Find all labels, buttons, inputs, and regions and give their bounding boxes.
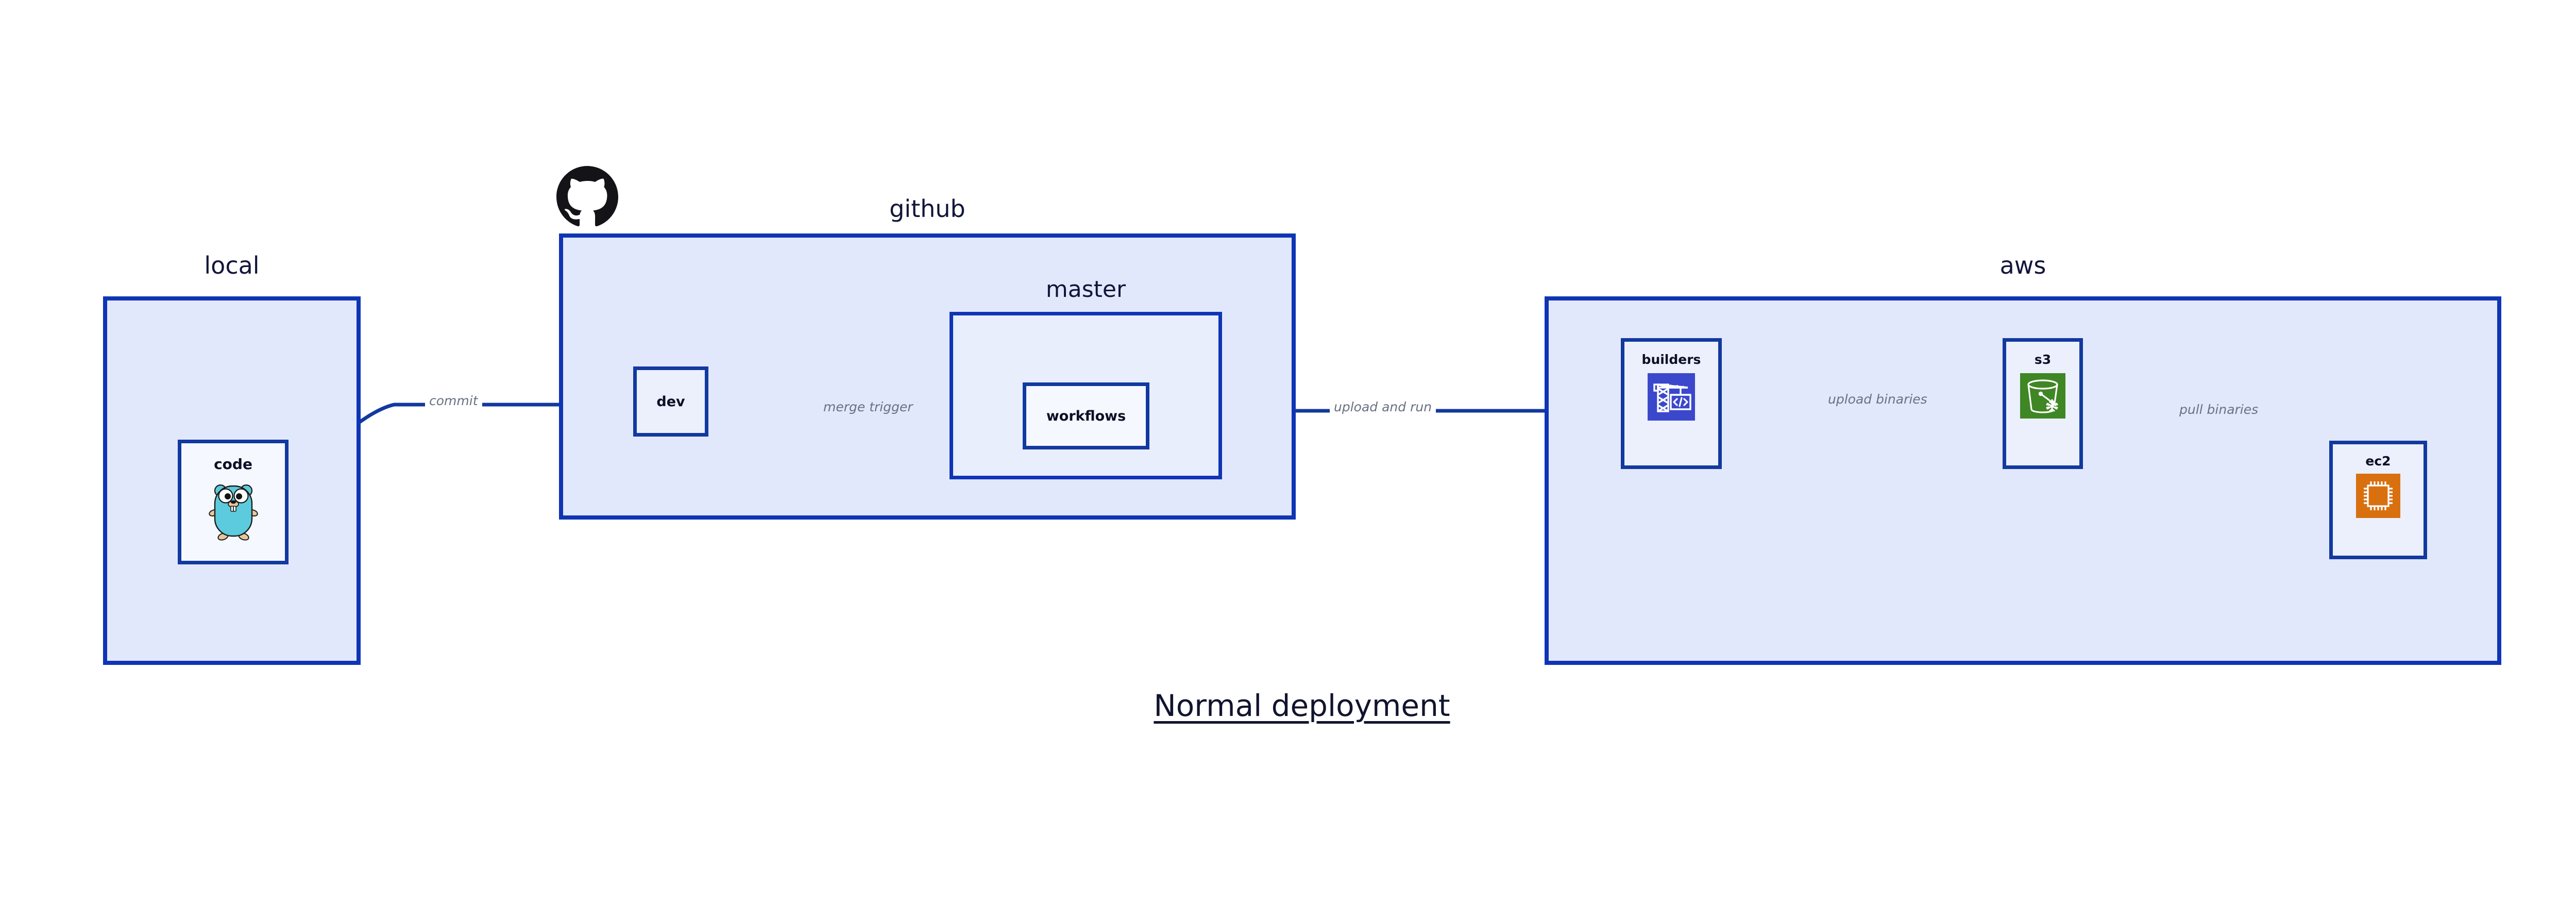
node-dev-label: dev (656, 393, 685, 410)
github-octocat-icon (556, 166, 618, 230)
diagram-title: Normal deployment (1154, 688, 1450, 723)
group-label-master: master (1045, 276, 1126, 303)
node-workflows-label: workflows (1046, 408, 1126, 424)
group-label-local: local (204, 252, 260, 279)
node-code[interactable]: code (178, 440, 289, 564)
node-ec2[interactable]: ec2 (2329, 441, 2427, 559)
edge-label-commit: commit (425, 394, 482, 407)
edge-label-pull-binaries: pull binaries (2175, 403, 2263, 416)
group-label-github: github (889, 195, 965, 223)
node-builders-label: builders (1641, 352, 1701, 367)
node-ec2-label: ec2 (2365, 454, 2391, 469)
go-gopher-icon (208, 480, 258, 543)
node-builders[interactable]: builders (1621, 338, 1722, 469)
aws-ec2-chip-icon (2356, 474, 2400, 520)
group-master (950, 312, 1222, 479)
aws-crane-icon (1648, 373, 1695, 423)
node-s3-label: s3 (2034, 352, 2052, 367)
aws-s3-bucket-icon (2020, 373, 2065, 421)
node-code-label: code (214, 456, 252, 473)
edge-label-merge-trigger: merge trigger (819, 400, 917, 413)
group-label-aws: aws (1999, 252, 2046, 279)
node-dev[interactable]: dev (633, 366, 708, 437)
edge-label-upload-and-run: upload and run (1330, 400, 1436, 413)
edge-label-upload-binaries: upload binaries (1824, 393, 1931, 406)
node-s3[interactable]: s3 (2003, 338, 2083, 469)
node-workflows[interactable]: workflows (1023, 382, 1149, 449)
